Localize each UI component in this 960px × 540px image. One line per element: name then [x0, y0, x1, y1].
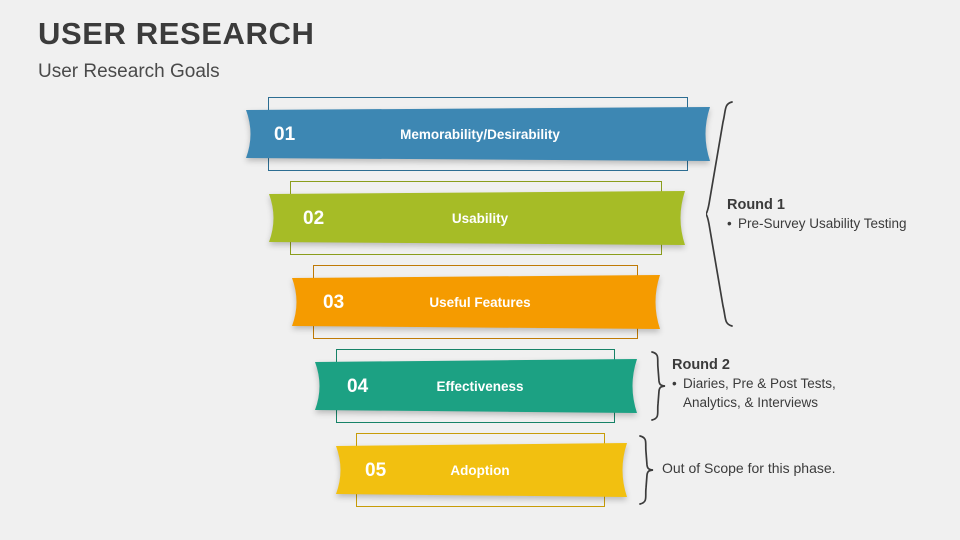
funnel-step-05-number: 05 — [365, 460, 387, 481]
bullet-dot-icon: • — [672, 376, 677, 392]
funnel-step-01-ribbon — [246, 107, 710, 161]
funnel-step-04-number: 04 — [347, 376, 369, 397]
annotation-round-2-title: Round 2 — [672, 357, 730, 373]
funnel-step-03-number: 03 — [323, 292, 345, 313]
funnel-step-03-label: Useful Features — [429, 295, 531, 310]
funnel-step-02-ribbon — [269, 191, 685, 245]
annotation-round-1-bullet: • Pre-Survey Usability Testing — [727, 214, 927, 233]
funnel-step-05-ribbon — [336, 443, 627, 497]
annotation-round-2-bullet-text: Diaries, Pre & Post Tests, Analytics, & … — [683, 376, 836, 411]
funnel-step-04-label: Effectiveness — [436, 379, 524, 394]
funnel-step-03-ribbon — [292, 275, 660, 329]
annotation-round-1-title: Round 1 — [727, 197, 785, 213]
funnel-step-02-number: 02 — [303, 208, 325, 229]
brace-round-1 — [706, 100, 738, 328]
page-subtitle: User Research Goals — [38, 61, 220, 82]
funnel-step-02-label: Usability — [451, 211, 509, 226]
funnel-step-05-label: Adoption — [450, 463, 510, 478]
page-title: USER RESEARCH — [38, 16, 315, 51]
annotation-round-2: Round 2 • Diaries, Pre & Post Tests, Ana… — [672, 356, 877, 412]
annotation-round-1: Round 1 • Pre-Survey Usability Testing — [727, 196, 927, 233]
brace-out-of-scope — [636, 435, 656, 505]
annotation-round-2-bullet: • Diaries, Pre & Post Tests, Analytics, … — [672, 374, 877, 412]
brace-round-2 — [648, 351, 668, 421]
bullet-dot-icon: • — [727, 216, 732, 232]
funnel-step-01-number: 01 — [274, 124, 296, 145]
annotation-out-of-scope: Out of Scope for this phase. — [662, 459, 902, 478]
annotation-out-of-scope-text: Out of Scope for this phase. — [662, 460, 836, 476]
funnel-step-01-label: Memorability/Desirability — [400, 127, 560, 142]
funnel-step-04-ribbon — [315, 359, 637, 413]
annotation-round-1-bullet-text: Pre-Survey Usability Testing — [738, 216, 907, 232]
